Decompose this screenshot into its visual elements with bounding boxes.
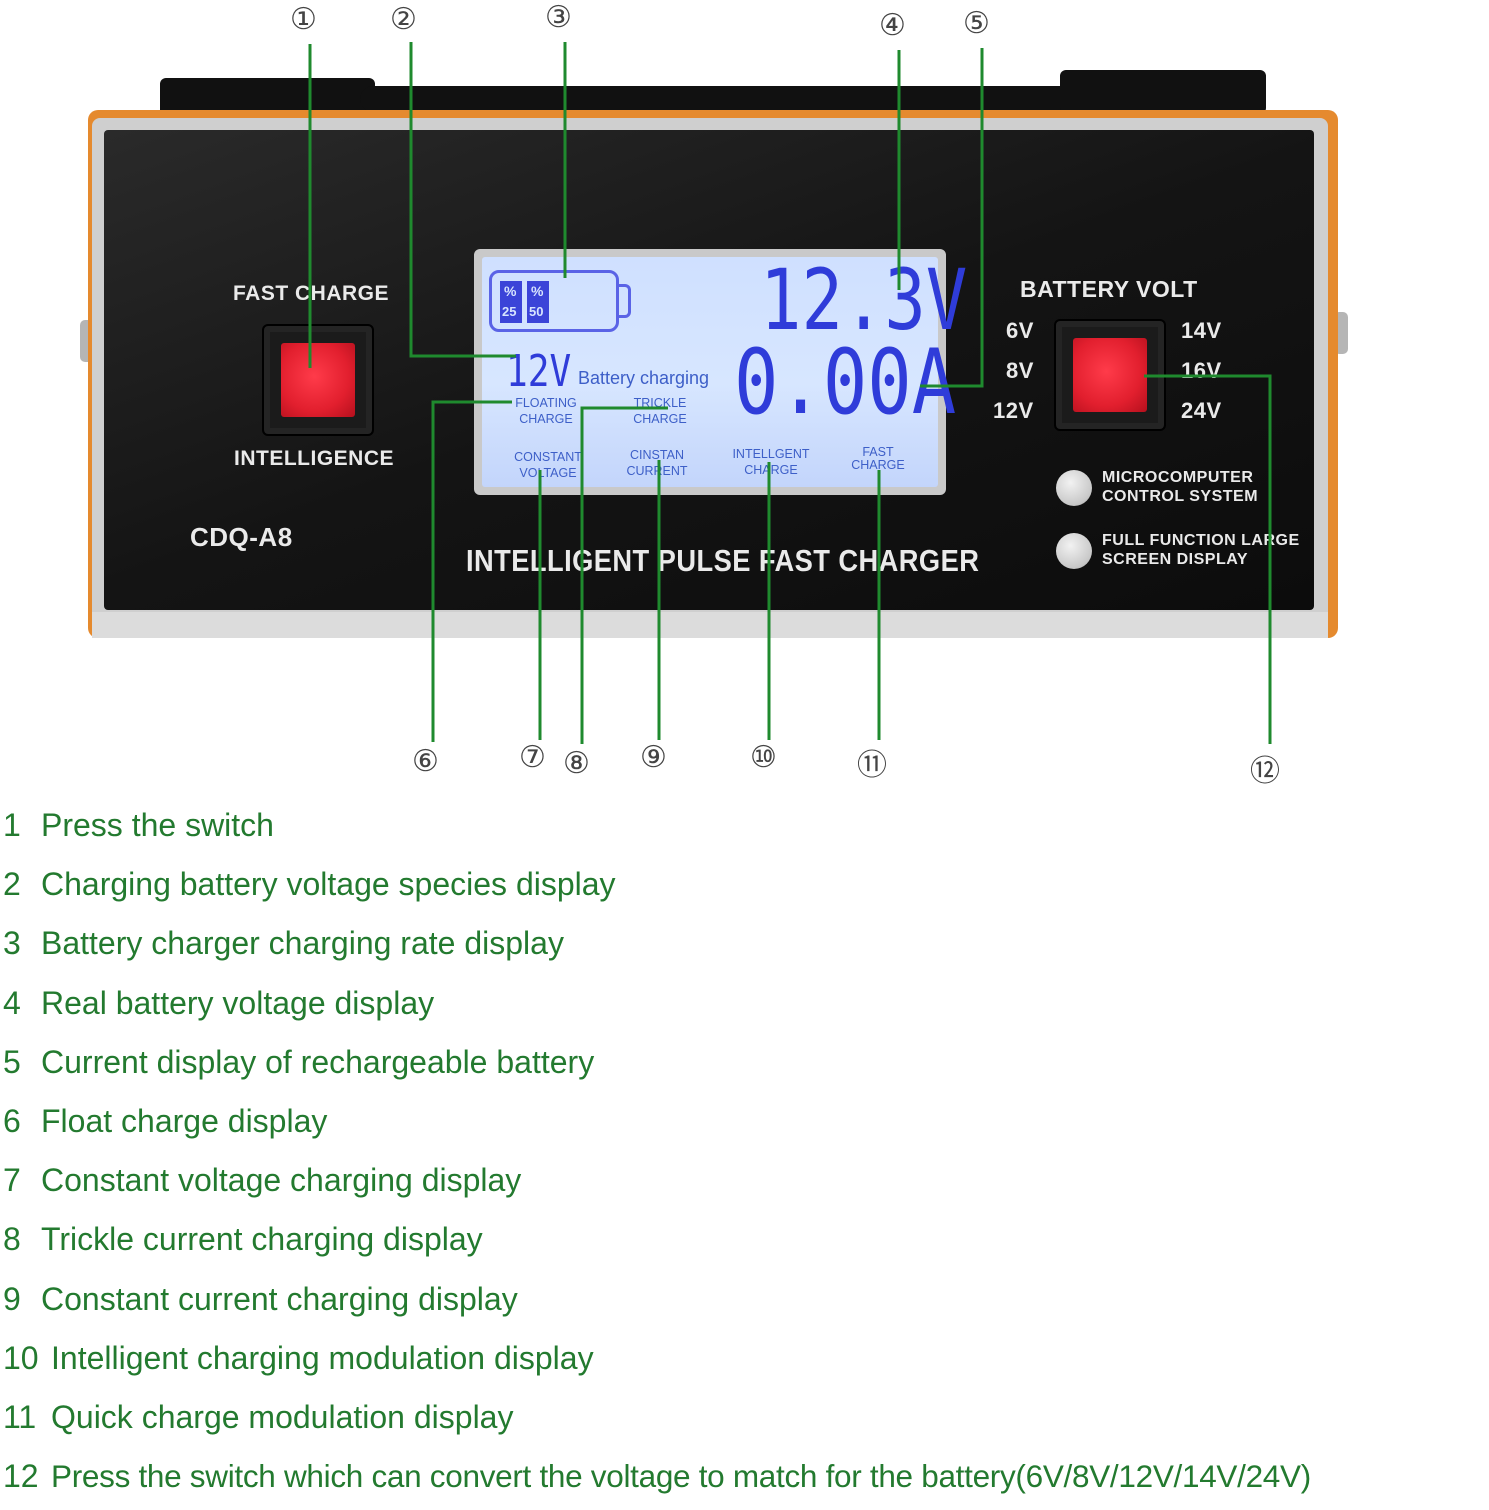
leader-line-8: [582, 408, 668, 744]
leader-line-6: [433, 402, 512, 742]
callout-4: ④: [879, 8, 906, 43]
callout-10: ⑩: [750, 740, 777, 775]
callout-11: ⑪: [857, 740, 887, 784]
leader-line-2: [411, 42, 516, 356]
leader-line-5: [920, 48, 982, 386]
callout-6: ⑥: [412, 744, 439, 779]
callout-9: ⑨: [640, 740, 667, 775]
callout-12: ⑫: [1250, 746, 1280, 790]
callout-leader-lines: [0, 0, 1489, 800]
callout-2: ②: [390, 2, 417, 37]
callout-8: ⑧: [563, 746, 590, 781]
callout-3: ③: [545, 0, 572, 35]
callout-7: ⑦: [519, 740, 546, 775]
callout-1: ①: [290, 2, 317, 37]
leader-line-12: [1144, 376, 1270, 744]
callout-5: ⑤: [963, 6, 990, 41]
